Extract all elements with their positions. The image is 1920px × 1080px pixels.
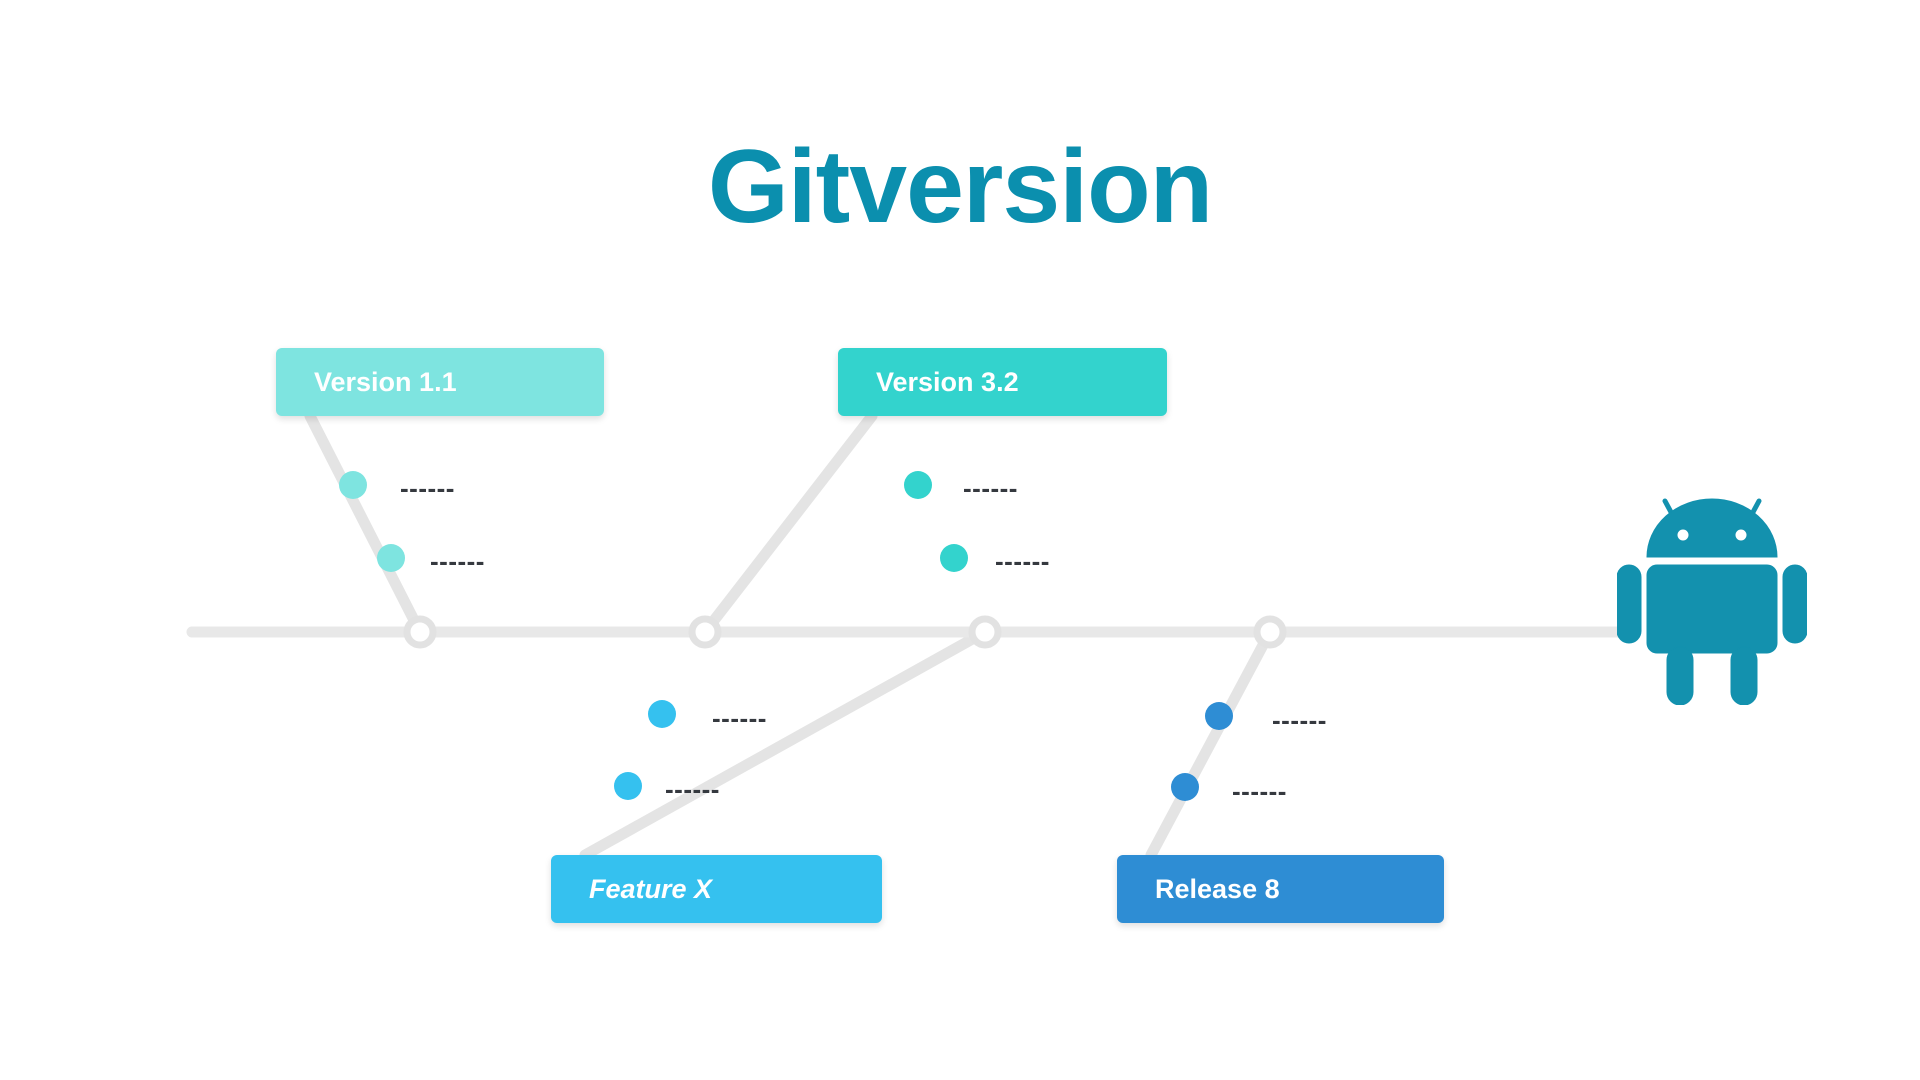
branch-label-release-8[interactable]: Release 8 xyxy=(1117,855,1444,923)
commit-dot-release-8-2[interactable] xyxy=(1171,773,1199,801)
branch-line-release-8 xyxy=(1145,626,1276,861)
branch-line-feature-x xyxy=(579,626,991,861)
commit-dash-feature-x-1: ------ xyxy=(712,703,767,733)
timeline-nodes xyxy=(403,615,1287,649)
commit-dot-feature-x-2[interactable] xyxy=(614,772,642,800)
commit-dash-version-1-1-2: ------ xyxy=(430,546,485,576)
commit-dash-version-1-1-1: ------ xyxy=(400,473,455,503)
commit-dot-version-1-1-1[interactable] xyxy=(339,471,367,499)
branch-line-version-3-2 xyxy=(699,410,878,638)
branch-lines xyxy=(304,410,1276,861)
commit-dash-version-3-2-2: ------ xyxy=(995,546,1050,576)
timeline-node-3[interactable] xyxy=(968,615,1002,649)
branch-line-version-1-1 xyxy=(304,410,426,638)
timeline-node-4[interactable] xyxy=(1253,615,1287,649)
commit-dots xyxy=(339,471,1233,801)
commit-dash-feature-x-2: ------ xyxy=(665,774,720,804)
commit-dash-version-3-2-1: ------ xyxy=(963,473,1018,503)
commit-dot-release-8-1[interactable] xyxy=(1205,702,1233,730)
commit-dot-version-3-2-2[interactable] xyxy=(940,544,968,572)
branch-label-text: Version 3.2 xyxy=(876,366,1019,397)
branch-label-text: Release 8 xyxy=(1155,873,1280,904)
branch-label-feature-x[interactable]: Feature X xyxy=(551,855,882,923)
commit-dot-version-3-2-1[interactable] xyxy=(904,471,932,499)
branch-label-version-1-1[interactable]: Version 1.1 xyxy=(276,348,604,416)
android-robot-icon xyxy=(1616,495,1808,706)
branch-label-text: Feature X xyxy=(589,873,713,904)
branch-label-text: Version 1.1 xyxy=(314,366,457,397)
timeline-node-2[interactable] xyxy=(688,615,722,649)
commit-dash-release-8-1: ------ xyxy=(1272,705,1327,735)
page-title: Gitversion xyxy=(707,129,1213,245)
branch-label-version-3-2[interactable]: Version 3.2 xyxy=(838,348,1167,416)
commit-dot-feature-x-1[interactable] xyxy=(648,700,676,728)
commit-dot-version-1-1-2[interactable] xyxy=(377,544,405,572)
commit-dash-release-8-2: ------ xyxy=(1232,776,1287,806)
timeline-node-1[interactable] xyxy=(403,615,437,649)
